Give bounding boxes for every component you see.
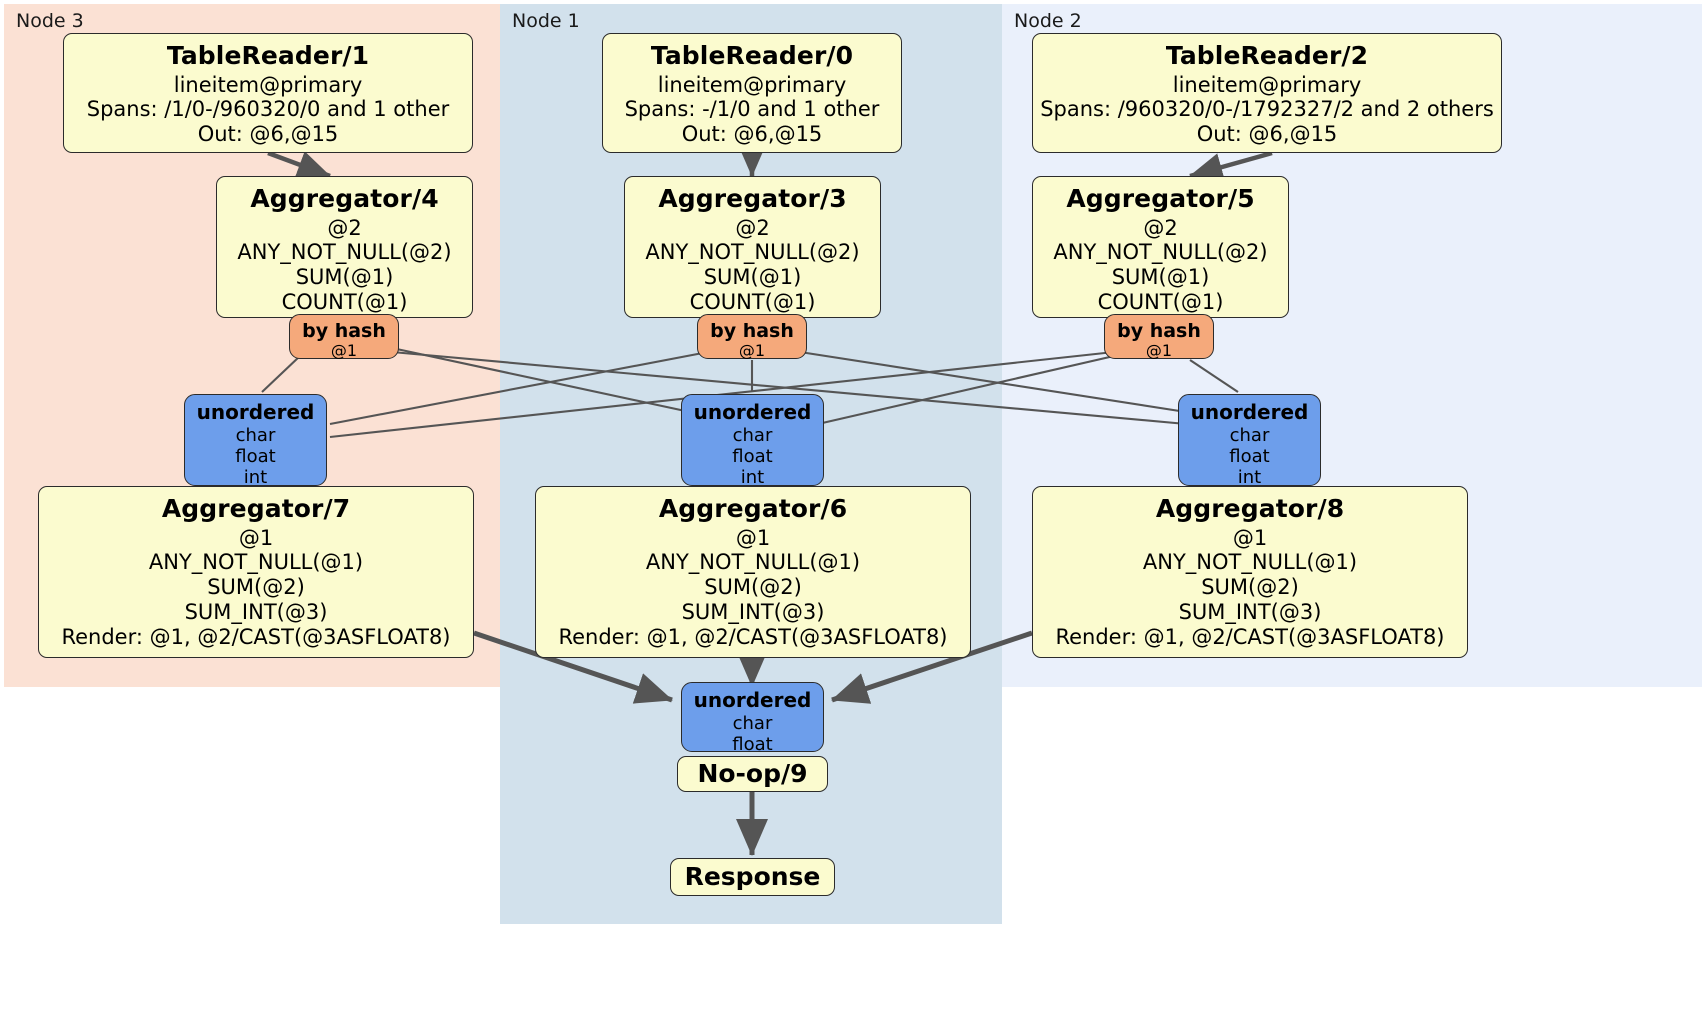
processor-table-reader-2[interactable]: TableReader/2 lineitem@primary Spans: /9… [1032,33,1502,153]
synchronizer-title: unordered [693,400,812,424]
processor-title: Aggregator/8 [1155,494,1345,523]
processor-no-op-9[interactable]: No-op/9 [677,756,828,792]
router-column: @1 [738,341,766,361]
router-by-hash-5[interactable]: by hash @1 [1104,314,1214,361]
processor-agg-func: SUM_INT(@3) [1178,599,1322,624]
synchronizer-type: char [235,424,276,446]
processor-agg-func: ANY_NOT_NULL(@2) [237,240,452,265]
processor-agg-func: ANY_NOT_NULL(@2) [1053,240,1268,265]
processor-aggregator-5[interactable]: Aggregator/5 @2 ANY_NOT_NULL(@2) SUM(@1)… [1032,176,1289,318]
processor-agg-func: SUM_INT(@3) [681,599,825,624]
synchronizer-unordered-7[interactable]: unordered char float int [184,394,327,489]
processor-title: Aggregator/5 [1066,184,1255,213]
processor-render: Render: @1, @2/CAST(@3ASFLOAT8) [61,624,451,649]
processor-group-cols: @2 [735,215,770,240]
processor-group-cols: @1 [735,525,771,550]
synchronizer-unordered-8[interactable]: unordered char float int [1178,394,1321,489]
synchronizer-type: char [732,712,773,734]
node-panel-label: Node 2 [1014,10,1082,32]
processor-agg-func: SUM_INT(@3) [184,599,328,624]
processor-group-cols: @1 [238,525,274,550]
processor-table-reader-1[interactable]: TableReader/1 lineitem@primary Spans: /1… [63,33,473,153]
processor-table: lineitem@primary [1172,72,1362,97]
processor-aggregator-8[interactable]: Aggregator/8 @1 ANY_NOT_NULL(@1) SUM(@2)… [1032,486,1468,658]
processor-aggregator-4[interactable]: Aggregator/4 @2 ANY_NOT_NULL(@2) SUM(@1)… [216,176,473,318]
processor-out: Out: @6,@15 [681,122,823,147]
processor-agg-func: COUNT(@1) [689,289,816,314]
processor-agg-func: SUM(@2) [1201,575,1299,600]
router-column: @1 [330,341,358,361]
processor-agg-func: SUM(@2) [704,575,802,600]
synchronizer-type: int [243,467,268,489]
processor-group-cols: @2 [1143,215,1178,240]
processor-table: lineitem@primary [173,72,363,97]
processor-table: lineitem@primary [657,72,847,97]
node-panel-label: Node 3 [16,10,84,32]
synchronizer-type: float [732,733,773,755]
synchronizer-unordered-6[interactable]: unordered char float int [681,394,824,489]
synchronizer-type: int [1237,467,1262,489]
processor-render: Render: @1, @2/CAST(@3ASFLOAT8) [558,624,948,649]
processor-title: TableReader/0 [650,41,854,70]
synchronizer-type: float [235,445,276,467]
synchronizer-type: float [732,445,773,467]
processor-title: TableReader/2 [1165,41,1369,70]
router-title: by hash [710,320,794,342]
processor-response[interactable]: Response [670,858,835,896]
synchronizer-type: char [1229,424,1270,446]
synchronizer-title: unordered [196,400,315,424]
processor-title: TableReader/1 [166,41,370,70]
synchronizer-unordered-9[interactable]: unordered char float [681,682,824,755]
processor-spans: Spans: -/1/0 and 1 other [624,97,880,122]
processor-out: Out: @6,@15 [1196,122,1338,147]
synchronizer-title: unordered [1190,400,1309,424]
processor-aggregator-3[interactable]: Aggregator/3 @2 ANY_NOT_NULL(@2) SUM(@1)… [624,176,881,318]
processor-out: Out: @6,@15 [197,122,339,147]
processor-group-cols: @2 [327,215,362,240]
processor-title: Aggregator/4 [250,184,439,213]
processor-agg-func: SUM(@2) [207,575,305,600]
processor-spans: Spans: /960320/0-/1792327/2 and 2 others [1040,97,1494,122]
processor-group-cols: @1 [1232,525,1268,550]
processor-agg-func: SUM(@1) [295,265,394,290]
node-panel-label: Node 1 [512,10,580,32]
processor-agg-func: ANY_NOT_NULL(@1) [645,550,861,575]
processor-title: No-op/9 [697,759,808,789]
processor-agg-func: SUM(@1) [1111,265,1210,290]
processor-title: Aggregator/6 [658,494,848,523]
router-column: @1 [1145,341,1173,361]
processor-title: Response [684,862,821,892]
processor-agg-func: COUNT(@1) [1097,289,1224,314]
processor-agg-func: ANY_NOT_NULL(@1) [148,550,364,575]
processor-table-reader-0[interactable]: TableReader/0 lineitem@primary Spans: -/… [602,33,902,153]
synchronizer-type: int [740,467,765,489]
router-title: by hash [302,320,386,342]
processor-agg-func: ANY_NOT_NULL(@1) [1142,550,1358,575]
processor-spans: Spans: /1/0-/960320/0 and 1 other [86,97,450,122]
router-title: by hash [1117,320,1201,342]
processor-agg-func: COUNT(@1) [281,289,408,314]
processor-title: Aggregator/7 [161,494,351,523]
router-by-hash-4[interactable]: by hash @1 [289,314,399,361]
processor-agg-func: ANY_NOT_NULL(@2) [645,240,860,265]
processor-render: Render: @1, @2/CAST(@3ASFLOAT8) [1055,624,1445,649]
synchronizer-title: unordered [693,688,812,712]
synchronizer-type: float [1229,445,1270,467]
processor-agg-func: SUM(@1) [703,265,802,290]
processor-aggregator-6[interactable]: Aggregator/6 @1 ANY_NOT_NULL(@1) SUM(@2)… [535,486,971,658]
synchronizer-type: char [732,424,773,446]
processor-title: Aggregator/3 [658,184,847,213]
router-by-hash-3[interactable]: by hash @1 [697,314,807,361]
processor-aggregator-7[interactable]: Aggregator/7 @1 ANY_NOT_NULL(@1) SUM(@2)… [38,486,474,658]
